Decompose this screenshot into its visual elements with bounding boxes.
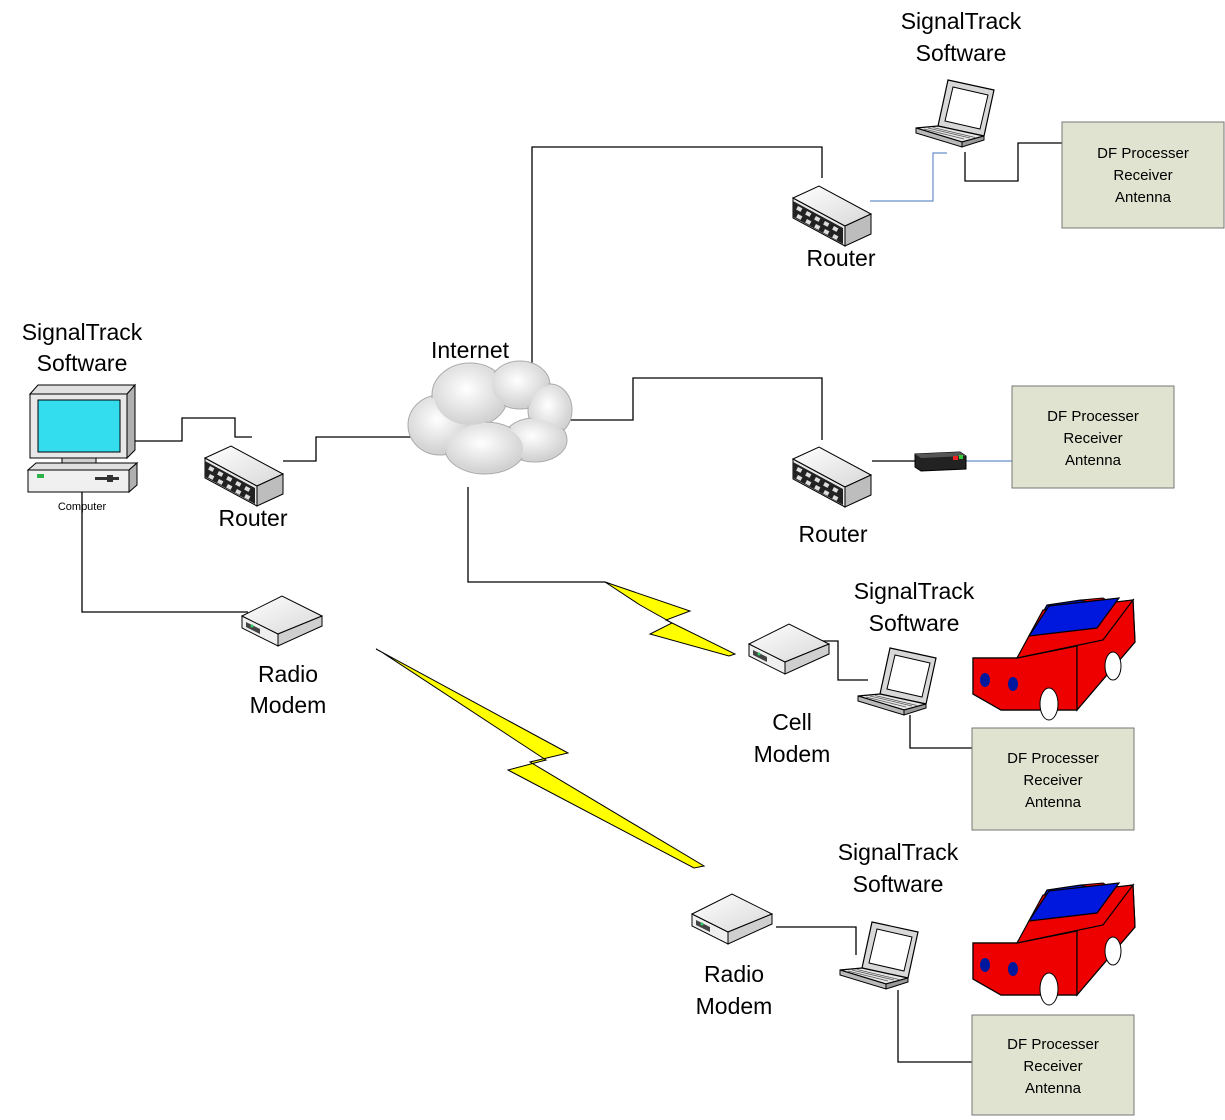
- software-label-left-1: SignalTrack: [22, 319, 143, 345]
- df-box-bottom-line-1: DF Processer: [1007, 1036, 1099, 1053]
- radio-modem-icon-left: [241, 595, 323, 647]
- router-label-left: Router: [218, 505, 287, 531]
- df-box-mid-line-2: Receiver: [1063, 430, 1122, 447]
- df-box-top-line-1: DF Processer: [1097, 145, 1189, 162]
- df-box-mid: DF Processer Receiver Antenna: [1011, 385, 1175, 489]
- laptop-icon-bottom: [839, 921, 919, 990]
- software-label-top-2: Software: [916, 40, 1007, 66]
- df-box-bottom: DF Processer Receiver Antenna: [971, 1014, 1135, 1116]
- df-box-cell-line-1: DF Processer: [1007, 750, 1099, 767]
- df-device-icon: [914, 451, 967, 472]
- router-label-mid: Router: [798, 521, 867, 547]
- cell-modem-icon: [748, 623, 830, 675]
- software-label-top-1: SignalTrack: [901, 8, 1022, 34]
- wireless-link-radio: [375, 648, 706, 869]
- df-box-top-line-2: Receiver: [1113, 167, 1172, 184]
- desktop-computer-icon: [26, 383, 139, 494]
- router-label-top: Router: [806, 245, 875, 271]
- router-icon-mid: [792, 446, 872, 508]
- df-box-cell: DF Processer Receiver Antenna: [971, 727, 1135, 831]
- laptop-icon-top: [915, 79, 995, 148]
- df-box-bottom-line-2: Receiver: [1023, 1058, 1082, 1075]
- radio-modem-label-left-1: Radio: [258, 661, 318, 687]
- radio-modem-label-left-2: Modem: [250, 692, 327, 718]
- computer-label: Computer: [58, 501, 107, 513]
- radio-modem-icon-bottom: [691, 893, 773, 945]
- router-icon-left: [204, 445, 284, 507]
- df-box-cell-line-3: Antenna: [1025, 794, 1082, 811]
- wireless-link-cell: [604, 581, 737, 657]
- radio-modem-label-bottom-2: Modem: [696, 993, 773, 1019]
- internet-label: Internet: [431, 337, 510, 363]
- internet-cloud-icon: [407, 360, 573, 475]
- router-icon-top: [792, 185, 872, 247]
- software-label-bottom-1: SignalTrack: [838, 839, 959, 865]
- vehicle-car-icon-1: [972, 597, 1136, 721]
- df-box-mid-line-3: Antenna: [1065, 452, 1122, 469]
- df-box-cell-line-2: Receiver: [1023, 772, 1082, 789]
- df-box-top-line-3: Antenna: [1115, 189, 1172, 206]
- software-label-bottom-2: Software: [853, 871, 944, 897]
- software-label-left-2: Software: [37, 350, 128, 376]
- laptop-icon-cell: [857, 647, 937, 716]
- software-label-cell-2: Software: [869, 610, 960, 636]
- df-box-top: DF Processer Receiver Antenna: [1061, 121, 1225, 229]
- software-label-cell-1: SignalTrack: [854, 578, 975, 604]
- connection-lines: [81, 142, 1062, 1063]
- df-box-mid-line-1: DF Processer: [1047, 408, 1139, 425]
- cell-modem-label-2: Modem: [754, 741, 831, 767]
- vehicle-car-icon-2: [972, 882, 1136, 1006]
- radio-modem-label-bottom-1: Radio: [704, 961, 764, 987]
- df-box-bottom-line-3: Antenna: [1025, 1080, 1082, 1097]
- cell-modem-label-1: Cell: [772, 709, 812, 735]
